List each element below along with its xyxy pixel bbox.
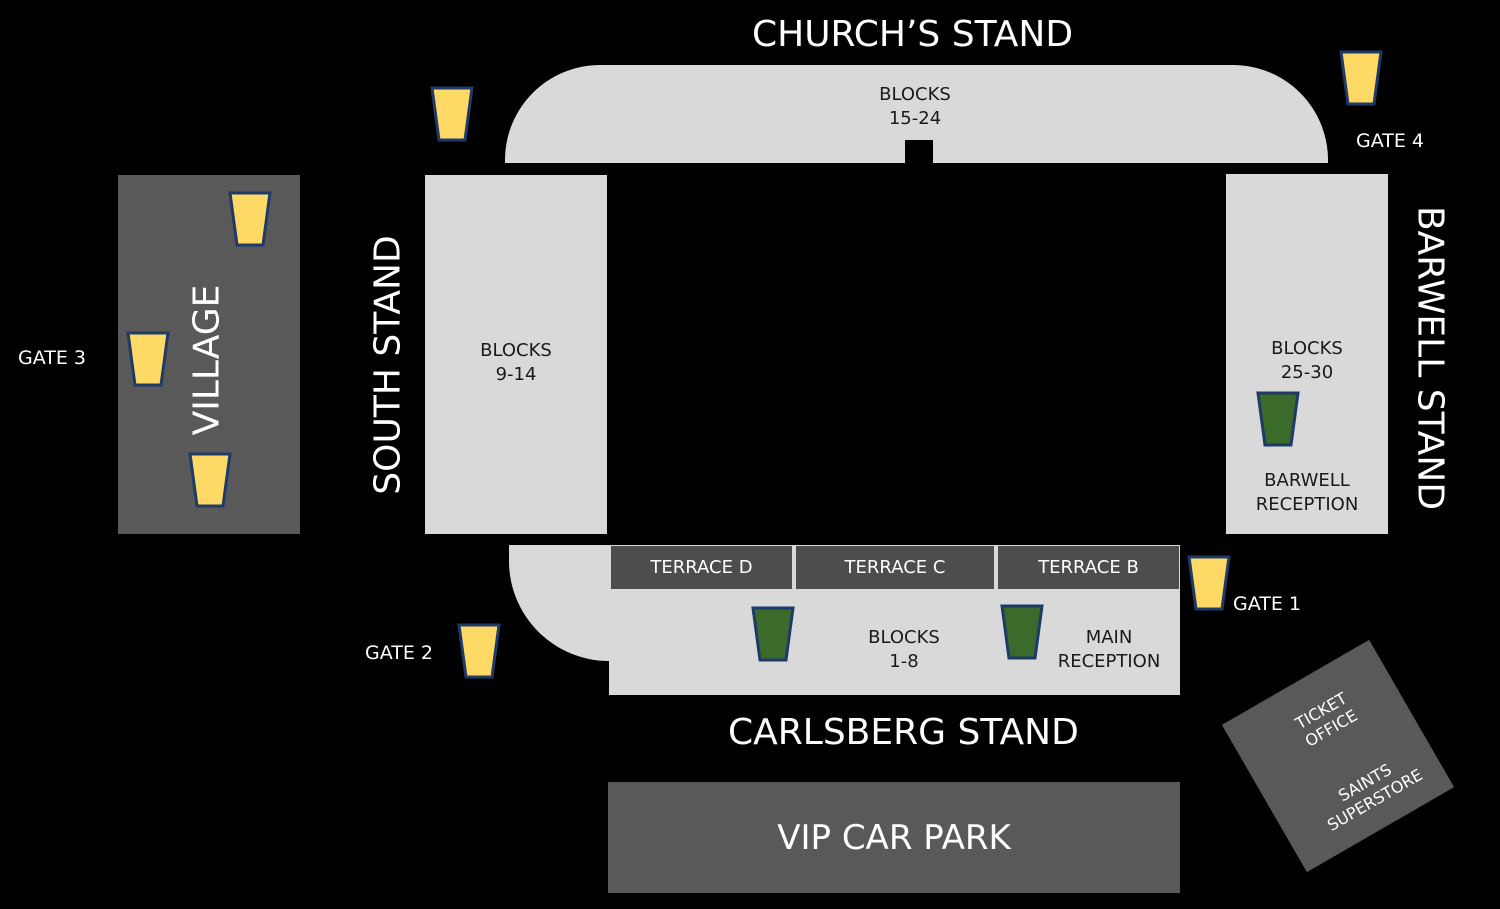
church-stand-title: CHURCH’S STAND xyxy=(752,14,1074,55)
gate-icon[interactable] xyxy=(1339,50,1383,106)
terrace-d[interactable]: TERRACE D xyxy=(611,546,792,589)
ticket-office-label: TICKET OFFICE xyxy=(1292,688,1361,751)
terrace-c-label: TERRACE C xyxy=(844,557,946,578)
village-title: VILLAGE xyxy=(186,284,228,436)
reception-icon[interactable] xyxy=(1000,604,1044,660)
barwell-stand-title: BARWELL STAND xyxy=(1409,205,1451,511)
gate-3-label: GATE 3 xyxy=(18,347,86,369)
gate-icon[interactable] xyxy=(1187,555,1231,611)
terrace-d-label: TERRACE D xyxy=(650,557,753,578)
south-blocks-label: BLOCKS 9-14 xyxy=(480,340,552,385)
carlsberg-blocks-label: BLOCKS 1-8 xyxy=(868,627,940,672)
ticket-office-building[interactable]: TICKET OFFICE SAINTS SUPERSTORE xyxy=(1221,639,1455,873)
gate-icon[interactable] xyxy=(430,86,474,142)
vip-car-park-label: VIP CAR PARK xyxy=(777,817,1011,858)
gate-icon[interactable] xyxy=(126,331,170,387)
carlsberg-corner xyxy=(509,545,619,661)
south-stand-title: SOUTH STAND xyxy=(367,235,409,495)
reception-icon[interactable] xyxy=(1256,391,1300,447)
vip-car-park[interactable]: VIP CAR PARK xyxy=(608,782,1180,893)
gate-4-label: GATE 4 xyxy=(1356,130,1424,152)
gate-2-label: GATE 2 xyxy=(365,642,433,664)
terrace-b[interactable]: TERRACE B xyxy=(998,546,1179,589)
barwell-reception-label: BARWELL RECEPTION xyxy=(1255,470,1359,515)
south-stand[interactable] xyxy=(425,175,607,534)
main-reception-label: MAIN RECEPTION xyxy=(1057,627,1161,672)
superstore-label: SAINTS SUPERSTORE xyxy=(1324,759,1426,835)
gate-1-label: GATE 1 xyxy=(1233,593,1301,615)
church-blocks-label: BLOCKS 15-24 xyxy=(879,84,951,129)
barwell-blocks-label: BLOCKS 25-30 xyxy=(1271,338,1343,383)
carlsberg-stand-title: CARLSBERG STAND xyxy=(728,712,1079,753)
gate-icon[interactable] xyxy=(228,191,272,247)
tunnel xyxy=(905,140,933,164)
gate-icon[interactable] xyxy=(457,623,501,679)
gate-icon[interactable] xyxy=(188,452,232,508)
terrace-c[interactable]: TERRACE C xyxy=(796,546,994,589)
barwell-stand[interactable] xyxy=(1226,174,1388,534)
terrace-b-label: TERRACE B xyxy=(1038,557,1139,578)
reception-icon[interactable] xyxy=(751,606,795,662)
